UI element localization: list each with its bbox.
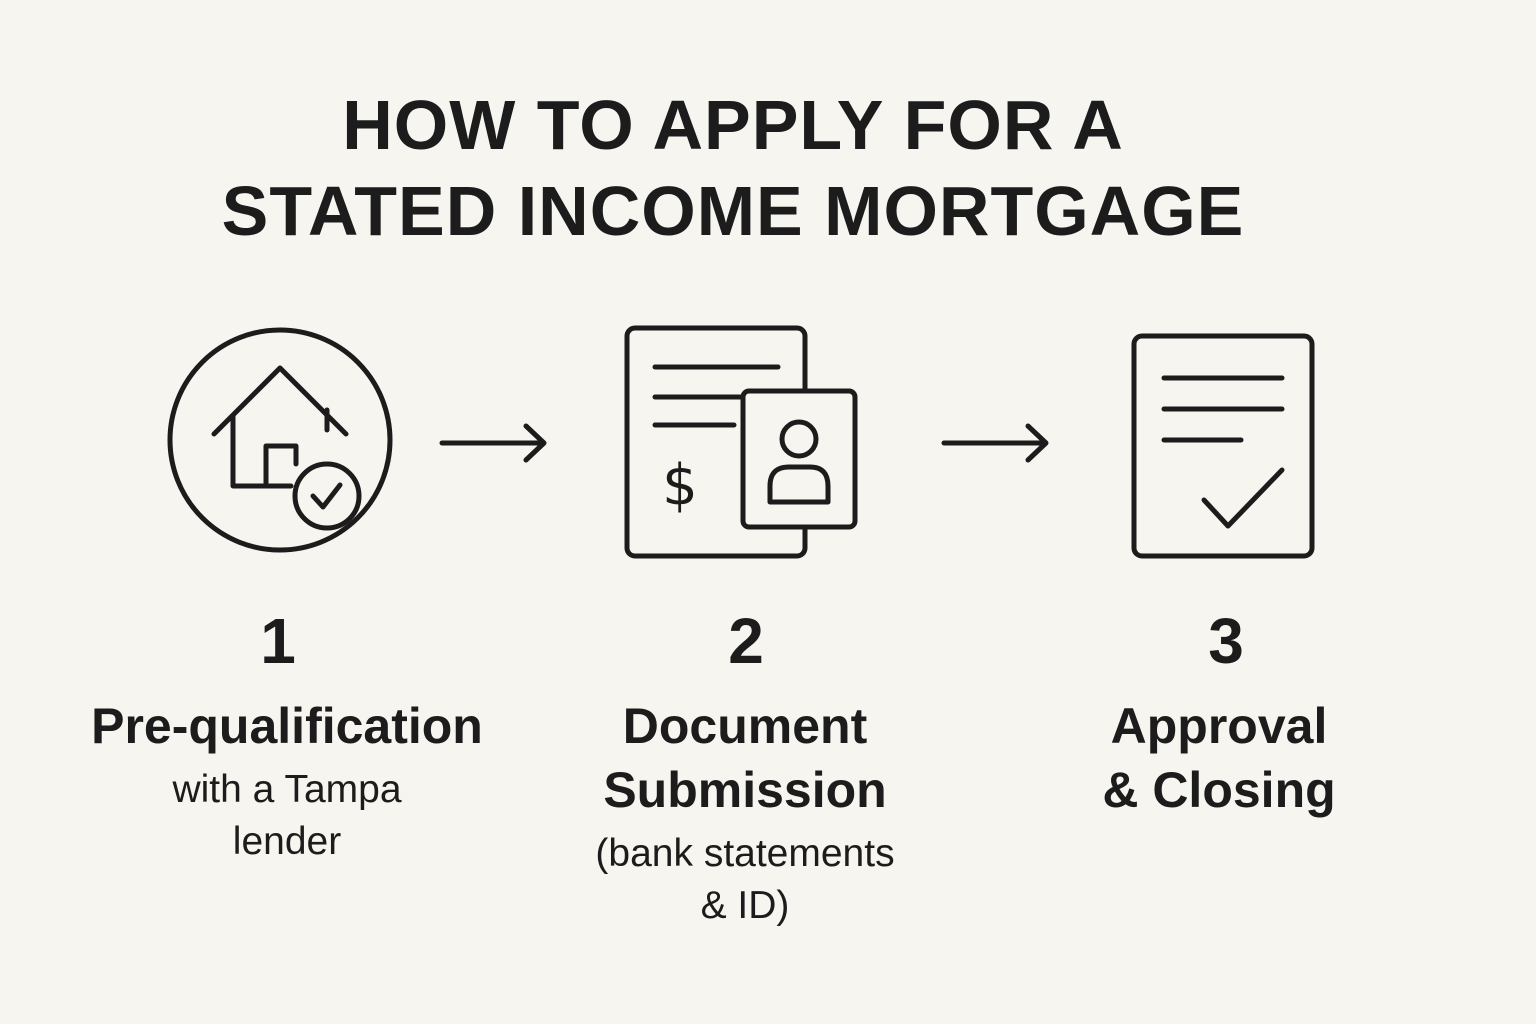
approved-document-icon xyxy=(1131,333,1315,559)
step-title-line: Document xyxy=(622,698,868,754)
step-description: with a Tampa lender xyxy=(57,764,517,868)
title-line-1: HOW TO APPLY FOR A xyxy=(342,86,1124,164)
step-title-line: & Closing xyxy=(1102,762,1336,818)
step-title: Document Submission xyxy=(515,694,975,822)
step-description-line: & ID) xyxy=(700,884,790,927)
step-title: Pre-qualification xyxy=(57,694,517,758)
svg-text:$: $ xyxy=(662,453,698,518)
arrow-right-icon xyxy=(941,423,1049,463)
step-title-line: Pre-qualification xyxy=(91,698,483,754)
house-check-icon xyxy=(167,327,393,553)
page-title: HOW TO APPLY FOR A STATED INCOME MORTGAG… xyxy=(0,82,1466,254)
step-description-line: (bank statements xyxy=(595,832,895,875)
step-number: 1 xyxy=(260,605,296,677)
step-description-line: lender xyxy=(232,820,342,863)
step-description: (bank statements & ID) xyxy=(515,828,975,932)
arrow-right-icon xyxy=(439,423,547,463)
step-description-line: with a Tampa xyxy=(172,768,402,811)
documents-id-icon: $ xyxy=(624,325,858,559)
step-number: 3 xyxy=(1208,605,1244,677)
step-number: 2 xyxy=(728,605,764,677)
step-title: Approval & Closing xyxy=(989,694,1449,822)
step-title-line: Submission xyxy=(603,762,887,818)
title-line-2: STATED INCOME MORTGAGE xyxy=(221,172,1245,250)
step-title-line: Approval xyxy=(1110,698,1328,754)
